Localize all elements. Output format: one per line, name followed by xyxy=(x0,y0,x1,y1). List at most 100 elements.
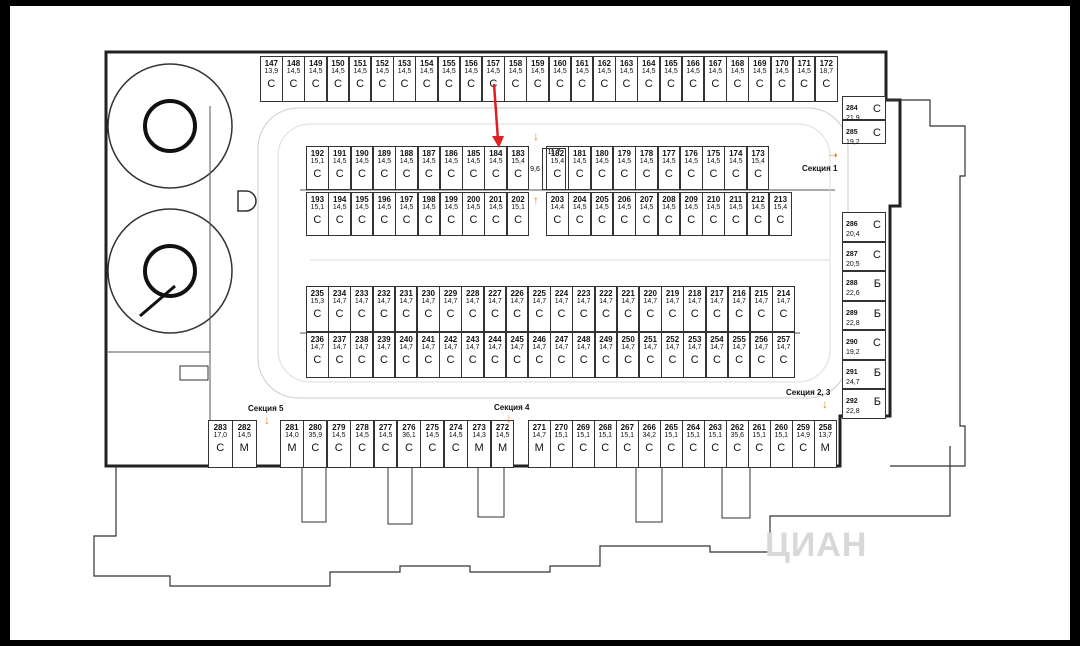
parking-spot-278[interactable]: 27814,5С xyxy=(350,420,375,468)
parking-spot-249[interactable]: 24914,7С xyxy=(594,332,618,378)
parking-spot-239[interactable]: 23914,7С xyxy=(372,332,396,378)
parking-spot-165[interactable]: 16514,5С xyxy=(659,56,683,102)
parking-spot-280[interactable]: 28035,9С xyxy=(303,420,328,468)
parking-spot-229[interactable]: 22914,7С xyxy=(439,286,462,332)
parking-spot-179[interactable]: 17914,5С xyxy=(612,146,636,190)
parking-spot-168[interactable]: 16814,5С xyxy=(726,56,749,102)
parking-spot-169[interactable]: 16914,5С xyxy=(748,56,772,102)
parking-spot-176[interactable]: 17614,5С xyxy=(679,146,703,190)
parking-spot-230[interactable]: 23014,7С xyxy=(417,286,440,332)
parking-spot-212[interactable]: 21214,5С xyxy=(746,192,770,236)
parking-spot-245[interactable]: 24514,7С xyxy=(505,332,529,378)
parking-spot-250[interactable]: 25014,7С xyxy=(616,332,640,378)
parking-spot-258[interactable]: 25813,7М xyxy=(814,420,837,468)
parking-spot-271[interactable]: 27114,7М xyxy=(528,420,551,468)
parking-spot-150[interactable]: 15014,5С xyxy=(326,56,350,102)
parking-spot-185[interactable]: 18514,5С xyxy=(462,146,485,190)
parking-spot-273[interactable]: 27314,3М xyxy=(467,420,492,468)
parking-spot-222[interactable]: 22214,7С xyxy=(594,286,618,332)
parking-spot-220[interactable]: 22014,7С xyxy=(639,286,662,332)
parking-spot-237[interactable]: 23714,7С xyxy=(328,332,351,378)
parking-spot-287[interactable]: 28720,5С xyxy=(842,241,886,271)
parking-spot-156[interactable]: 15614,5С xyxy=(459,56,483,102)
parking-spot-292[interactable]: 29222,8Б xyxy=(842,389,886,419)
parking-spot-148[interactable]: 14814,5С xyxy=(282,56,305,102)
parking-spot-177[interactable]: 17714,5С xyxy=(657,146,681,190)
parking-spot-163[interactable]: 16314,5С xyxy=(615,56,638,102)
parking-spot-186[interactable]: 18614,5С xyxy=(439,146,463,190)
parking-spot-241[interactable]: 24114,7С xyxy=(417,332,440,378)
parking-spot-221[interactable]: 22114,7С xyxy=(616,286,640,332)
parking-spot-275[interactable]: 27514,5С xyxy=(420,420,445,468)
parking-spot-204[interactable]: 20414,5С xyxy=(568,192,592,236)
parking-spot-199[interactable]: 19914,5С xyxy=(439,192,463,236)
parking-spot-208[interactable]: 20814,5С xyxy=(657,192,681,236)
parking-spot-159[interactable]: 15914,5С xyxy=(526,56,550,102)
parking-spot-260[interactable]: 26015,1С xyxy=(770,420,793,468)
parking-spot-205[interactable]: 20514,5С xyxy=(590,192,614,236)
parking-spot-225[interactable]: 22514,7С xyxy=(528,286,551,332)
parking-spot-174[interactable]: 17414,5С xyxy=(724,146,748,190)
parking-spot-200[interactable]: 20014,5С xyxy=(462,192,485,236)
parking-spot-285[interactable]: 28519,2С xyxy=(842,120,886,146)
parking-spot-195[interactable]: 19514,5С xyxy=(350,192,374,236)
parking-spot-161[interactable]: 16114,5С xyxy=(570,56,594,102)
parking-spot-190[interactable]: 19014,5С xyxy=(350,146,374,190)
parking-spot-242[interactable]: 24214,7С xyxy=(439,332,462,378)
parking-spot-247[interactable]: 24714,7С xyxy=(550,332,573,378)
parking-spot-224[interactable]: 22414,7С xyxy=(550,286,573,332)
parking-spot-248[interactable]: 24814,7С xyxy=(572,332,596,378)
parking-spot-254[interactable]: 25414,7С xyxy=(705,332,729,378)
parking-spot-192[interactable]: 19215,1С xyxy=(306,146,329,190)
parking-spot-279[interactable]: 27914,5С xyxy=(326,420,351,468)
parking-spot-274[interactable]: 27414,5С xyxy=(443,420,468,468)
parking-spot-171[interactable]: 17114,5С xyxy=(792,56,816,102)
parking-spot-173[interactable]: 17315,4С xyxy=(746,146,770,190)
parking-spot-207[interactable]: 20714,5С xyxy=(635,192,658,236)
parking-spot-147[interactable]: 14713,9С xyxy=(260,56,283,102)
parking-spot-149[interactable]: 14914,5С xyxy=(304,56,328,102)
parking-spot-256[interactable]: 25614,7С xyxy=(750,332,773,378)
parking-spot-233[interactable]: 23314,7С xyxy=(350,286,374,332)
parking-spot-209[interactable]: 20914,5С xyxy=(679,192,703,236)
parking-spot-261[interactable]: 26115,1С xyxy=(748,420,771,468)
parking-spot-269[interactable]: 26915,1С xyxy=(572,420,595,468)
parking-spot-182[interactable]: 18215,4С xyxy=(546,146,569,190)
parking-spot-236[interactable]: 23614,7С xyxy=(306,332,329,378)
parking-spot-223[interactable]: 22314,7С xyxy=(572,286,596,332)
parking-spot-218[interactable]: 21814,7С xyxy=(683,286,707,332)
parking-spot-288[interactable]: 28822,6Б xyxy=(842,271,886,301)
parking-spot-268[interactable]: 26815,1С xyxy=(594,420,617,468)
parking-spot-235[interactable]: 23515,3С xyxy=(306,286,329,332)
parking-spot-289[interactable]: 28922,8Б xyxy=(842,300,886,330)
parking-spot-152[interactable]: 15214,5С xyxy=(371,56,394,102)
parking-spot-231[interactable]: 23114,7С xyxy=(394,286,418,332)
parking-spot-198[interactable]: 19814,5С xyxy=(417,192,441,236)
parking-spot-263[interactable]: 26315,1С xyxy=(704,420,727,468)
parking-spot-162[interactable]: 16214,5С xyxy=(593,56,616,102)
parking-spot-211[interactable]: 21114,5С xyxy=(724,192,748,236)
parking-spot-203[interactable]: 20314,4С xyxy=(546,192,569,236)
parking-spot-193[interactable]: 19315,1С xyxy=(306,192,329,236)
parking-spot-290[interactable]: 29019,2С xyxy=(842,330,886,360)
parking-spot-246[interactable]: 24614,7С xyxy=(528,332,551,378)
parking-spot-151[interactable]: 15114,5С xyxy=(348,56,372,102)
parking-spot-282[interactable]: 28214,5М xyxy=(232,420,257,468)
parking-spot-291[interactable]: 29124,7Б xyxy=(842,359,886,389)
parking-spot-188[interactable]: 18814,5С xyxy=(395,146,418,190)
parking-spot-227[interactable]: 22714,7С xyxy=(483,286,507,332)
parking-spot-244[interactable]: 24414,7С xyxy=(483,332,507,378)
parking-spot-286[interactable]: 28620,4С xyxy=(842,212,886,242)
parking-spot-240[interactable]: 24014,7С xyxy=(394,332,418,378)
parking-spot-238[interactable]: 23814,7С xyxy=(350,332,374,378)
parking-spot-160[interactable]: 16014,5С xyxy=(548,56,572,102)
parking-spot-251[interactable]: 25114,7С xyxy=(639,332,662,378)
parking-spot-194[interactable]: 19414,5С xyxy=(328,192,352,236)
parking-spot-243[interactable]: 24314,7С xyxy=(461,332,485,378)
parking-spot-226[interactable]: 22614,7С xyxy=(505,286,529,332)
parking-spot-219[interactable]: 21914,7С xyxy=(661,286,684,332)
parking-spot-164[interactable]: 16414,5С xyxy=(637,56,661,102)
parking-spot-252[interactable]: 25214,7С xyxy=(661,332,684,378)
parking-spot-259[interactable]: 25914,9С xyxy=(792,420,815,468)
parking-spot-276[interactable]: 27636,1С xyxy=(397,420,421,468)
